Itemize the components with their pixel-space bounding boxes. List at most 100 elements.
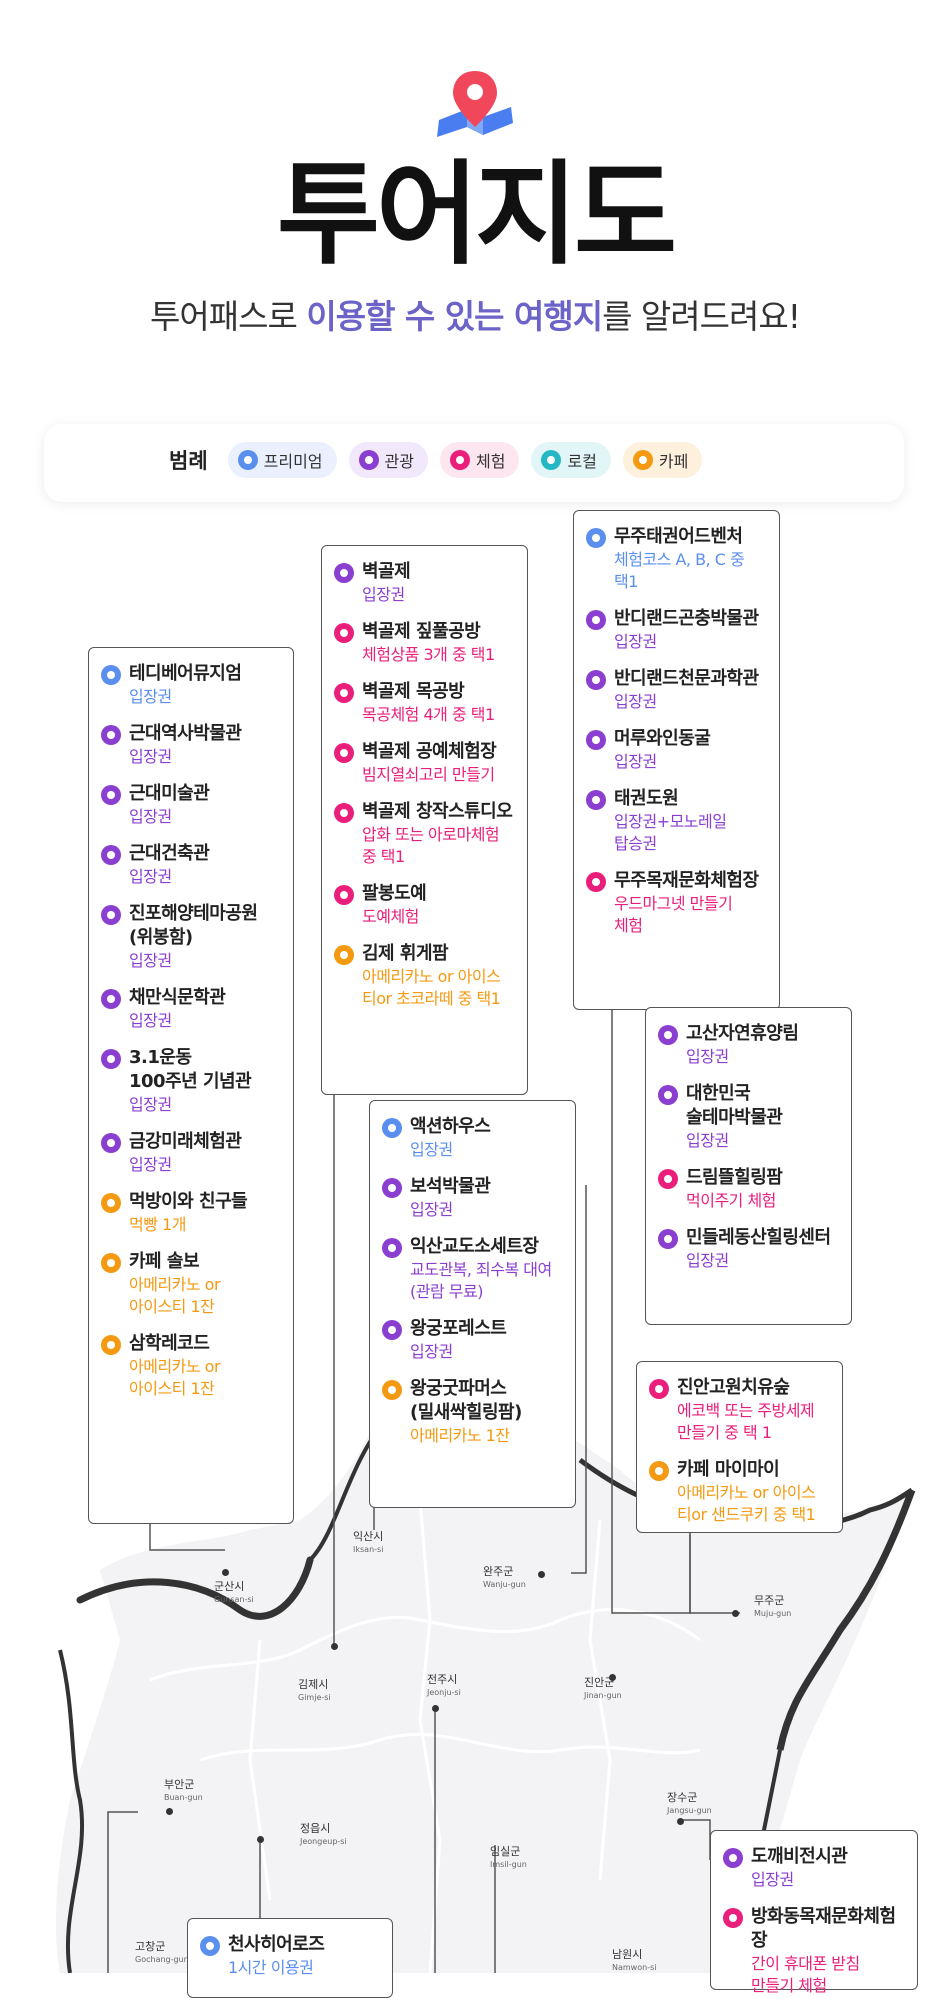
tour-pin-icon [101, 1133, 121, 1153]
attraction-ticket: 아메리카노 or 아이스 티or 샌드쿠키 중 택1 [677, 1483, 816, 1524]
attraction-name: 도깨비전시관 [751, 1846, 848, 1867]
attraction-name: 무주목재문화체험장 [614, 870, 759, 891]
attraction-ticket: 입장권 [129, 747, 172, 766]
tour-pin-icon [658, 1085, 678, 1105]
attraction-ticket: 입장권 [410, 1200, 453, 1219]
place-name-en: Gunsan-si [214, 1595, 254, 1604]
attraction-ticket: 우드마그넷 만들기 체험 [614, 894, 733, 935]
jeongeup-attractions-box: 천사히어로즈 1시간 이용권 [187, 1918, 393, 1998]
attraction-name: 진안고원치유숲 [677, 1377, 790, 1398]
local-pin-icon [541, 450, 562, 470]
legend-item-local: 로컬 [531, 442, 611, 478]
attraction-name: 천사히어로즈 [228, 1934, 325, 1955]
place-name: 임실군 [490, 1845, 521, 1858]
attraction-name: 금강미래체험관 [129, 1131, 242, 1152]
place-name: 익산시 [353, 1530, 384, 1543]
attraction-ticket: 입장권 [129, 1155, 172, 1174]
place-name: 고창군 [135, 1940, 166, 1953]
attraction-ticket: 아메리카노 1잔 [410, 1426, 510, 1445]
tour-pin-icon [101, 989, 121, 1009]
legend-item-label: 프리미엄 [263, 452, 323, 471]
subtitle-highlight: 이용할 수 있는 여행지 [306, 297, 603, 336]
place-dot [609, 1674, 616, 1681]
place-dot [222, 1569, 229, 1576]
attraction-item[interactable]: 천사히어로즈 1시간 이용권 [200, 1933, 382, 1979]
tour-pin-icon [586, 730, 606, 750]
place-name-en: Gimje-si [298, 1693, 331, 1702]
attraction-ticket: 입장권 [410, 1342, 453, 1361]
premium-pin-icon [586, 528, 606, 548]
map-pin-icon [437, 71, 513, 137]
attraction-ticket: 입장권 [129, 1095, 172, 1114]
place-name: 군산시 [214, 1580, 245, 1593]
tour-pin-icon [334, 563, 354, 583]
attraction-name: 액션하우스 [410, 1116, 491, 1137]
attraction-name: 먹방이와 친구들 [129, 1191, 248, 1212]
attraction-ticket: 입장권 [129, 687, 172, 706]
attraction-name: 태권도원 [614, 788, 679, 809]
legend-item-experience: 체험 [439, 442, 520, 478]
tour-pin-icon [382, 1238, 402, 1258]
attraction-ticket: 입장권 [362, 585, 405, 604]
legend-label: 범례 [169, 449, 208, 473]
attraction-name: 카페 솔보 [129, 1251, 200, 1272]
premium-pin-icon [101, 665, 121, 685]
experience-pin-icon [658, 1169, 678, 1189]
attraction-ticket: 입장권 [686, 1047, 729, 1066]
attraction-item[interactable]: 진포해양테마공원 (위봉함)입장권 [101, 902, 283, 972]
tour-pin-icon [101, 845, 121, 865]
tour-pin-icon [101, 785, 121, 805]
place-name: 완주군 [483, 1565, 514, 1578]
attraction-item[interactable]: 왕궁굿파머스 (밀새싹힐링팜)아메리카노 1잔 [382, 1377, 565, 1447]
attraction-name: 벽골제 창작스튜디오 [362, 801, 513, 822]
attraction-ticket: 압화 또는 아로마체험 중 택1 [362, 825, 500, 866]
attraction-ticket: 1시간 이용권 [228, 1958, 314, 1977]
place-dot [732, 1610, 739, 1617]
legend-item-tour: 관광 [348, 442, 428, 478]
